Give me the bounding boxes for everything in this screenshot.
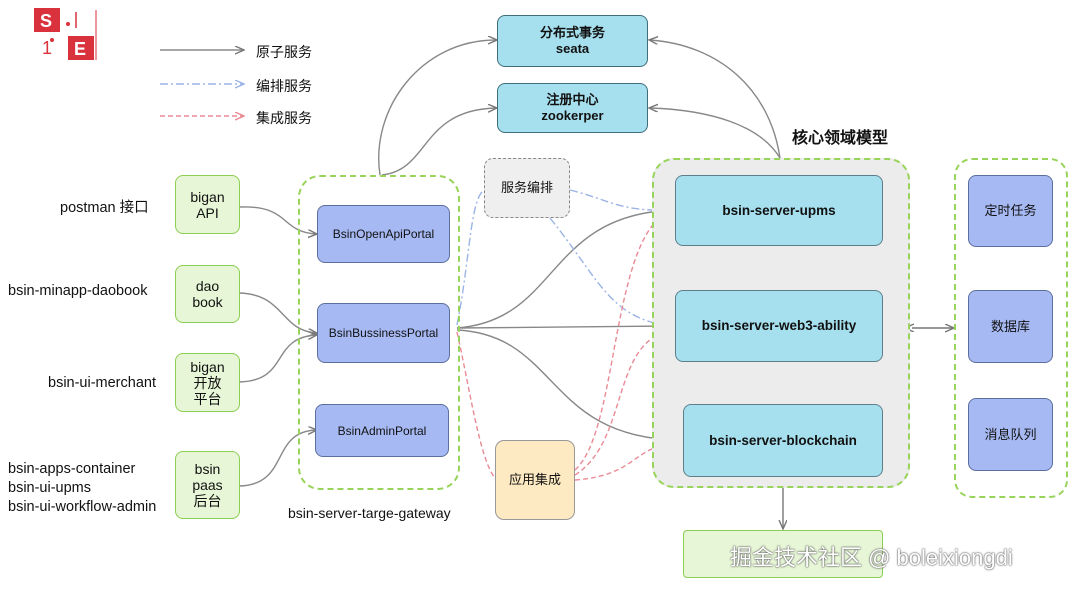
- infra-database[interactable]: 数据库: [968, 290, 1053, 363]
- zookeeper-box[interactable]: 注册中心 zookerper: [497, 83, 648, 133]
- service-upms[interactable]: bsin-server-upms: [675, 175, 883, 246]
- bottom-box[interactable]: [683, 530, 883, 578]
- seata-title: 分布式事务: [539, 25, 605, 40]
- seata-name: seata: [555, 41, 590, 56]
- legend-label-integration: 集成服务: [256, 110, 312, 126]
- orchestration-box[interactable]: 服务编排: [484, 158, 570, 218]
- legend-label-atomic: 原子服务: [256, 44, 312, 60]
- zookeeper-name: zookerper: [541, 108, 604, 123]
- logo: S E 1: [32, 6, 98, 62]
- client-label-merchant: bsin-ui-merchant: [48, 375, 156, 391]
- infra-message-queue[interactable]: 消息队列: [968, 398, 1053, 471]
- client-box-bsin-paas[interactable]: bsin paas 后台: [175, 451, 240, 519]
- client-box-line: bsin: [194, 461, 221, 477]
- portal-admin[interactable]: BsinAdminPortal: [315, 404, 449, 457]
- portal-business[interactable]: BsinBussinessPortal: [317, 303, 450, 363]
- logo-mark: S E 1: [34, 8, 97, 60]
- client-box-line: 平台: [193, 390, 222, 407]
- client-box-line: dao: [195, 278, 220, 294]
- infra-group: [954, 158, 1068, 498]
- zookeeper-title: 注册中心: [546, 92, 599, 107]
- client-label-paas-line: bsin-ui-upms: [8, 480, 91, 496]
- client-box-line: bigan: [190, 358, 225, 375]
- client-box-bigan-platform[interactable]: bigan 开放 平台: [175, 353, 240, 412]
- watermark: 掘金技术社区 @ boleixiongdi: [730, 545, 1013, 570]
- client-box-line: bigan: [190, 188, 225, 205]
- service-blockchain[interactable]: bsin-server-blockchain: [683, 404, 883, 477]
- client-box-line: API: [196, 204, 219, 221]
- client-label-postman: postman 接口: [60, 200, 149, 216]
- svg-text:1: 1: [42, 38, 52, 58]
- client-label-paas-line: bsin-ui-workflow-admin: [8, 499, 157, 515]
- integration-box[interactable]: 应用集成: [495, 440, 575, 520]
- client-label-paas: bsin-apps-container bsin-ui-upms bsin-ui…: [8, 460, 156, 517]
- service-web3-ability[interactable]: bsin-server-web3-ability: [675, 290, 883, 362]
- core-title: 核心领域模型: [792, 130, 889, 147]
- client-label-daobook: bsin-minapp-daobook: [8, 283, 148, 299]
- client-box-dao-book[interactable]: dao book: [175, 265, 240, 323]
- client-box-line: paas: [192, 477, 223, 493]
- infra-scheduler[interactable]: 定时任务: [968, 175, 1053, 247]
- client-label-paas-line: bsin-apps-container: [8, 461, 136, 477]
- client-box-line: 后台: [193, 493, 222, 509]
- legend-label-orchestration: 编排服务: [256, 78, 312, 94]
- svg-text:S: S: [40, 11, 52, 31]
- gateway-group: [298, 175, 460, 490]
- client-box-bigan-api[interactable]: bigan API: [175, 175, 240, 234]
- client-box-line: 开放: [193, 374, 222, 391]
- seata-box[interactable]: 分布式事务 seata: [497, 15, 648, 67]
- gateway-label: bsin-server-targe-gateway: [288, 505, 451, 521]
- portal-open-api[interactable]: BsinOpenApiPortal: [317, 205, 450, 263]
- svg-text:E: E: [74, 39, 86, 59]
- client-box-line: book: [192, 294, 223, 310]
